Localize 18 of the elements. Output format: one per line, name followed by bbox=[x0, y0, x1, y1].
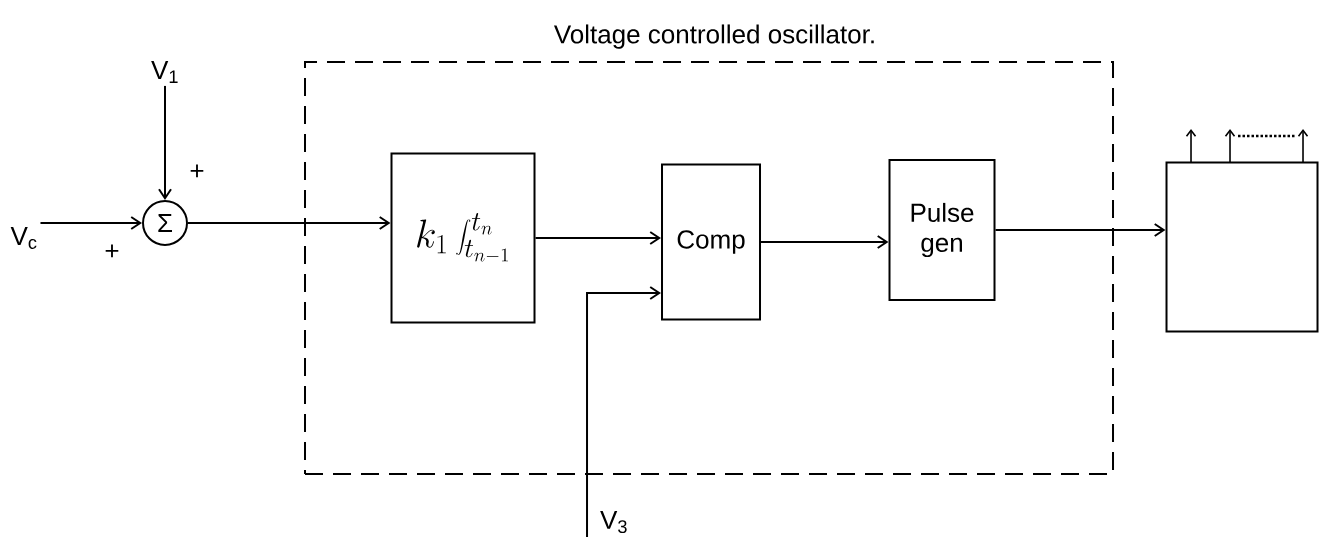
arrow bbox=[39, 216, 142, 230]
heading: Voltage controlled oscillator. bbox=[553, 24, 874, 49]
arrow bbox=[158, 84, 172, 200]
output-box bbox=[1165, 161, 1319, 333]
summing-junction: Σ bbox=[142, 200, 188, 246]
sign-label: + bbox=[190, 164, 204, 178]
arrow bbox=[994, 223, 1166, 237]
arrow bbox=[760, 235, 889, 249]
arrow bbox=[586, 286, 661, 538]
process-box: Pulse gen bbox=[888, 159, 996, 301]
arrow bbox=[187, 216, 391, 230]
process-box: Comp bbox=[661, 163, 761, 321]
signal-label: V$_{3}$ bbox=[600, 510, 627, 534]
signal-label: V$_{1}$ bbox=[151, 61, 178, 83]
sign-label: + bbox=[105, 244, 119, 258]
signal-label: V$_{c}$ bbox=[10, 227, 37, 249]
integrator-box: $k_1\int_{t_{n-1}}^{t_n}$ bbox=[390, 152, 536, 324]
arrow bbox=[534, 231, 661, 245]
